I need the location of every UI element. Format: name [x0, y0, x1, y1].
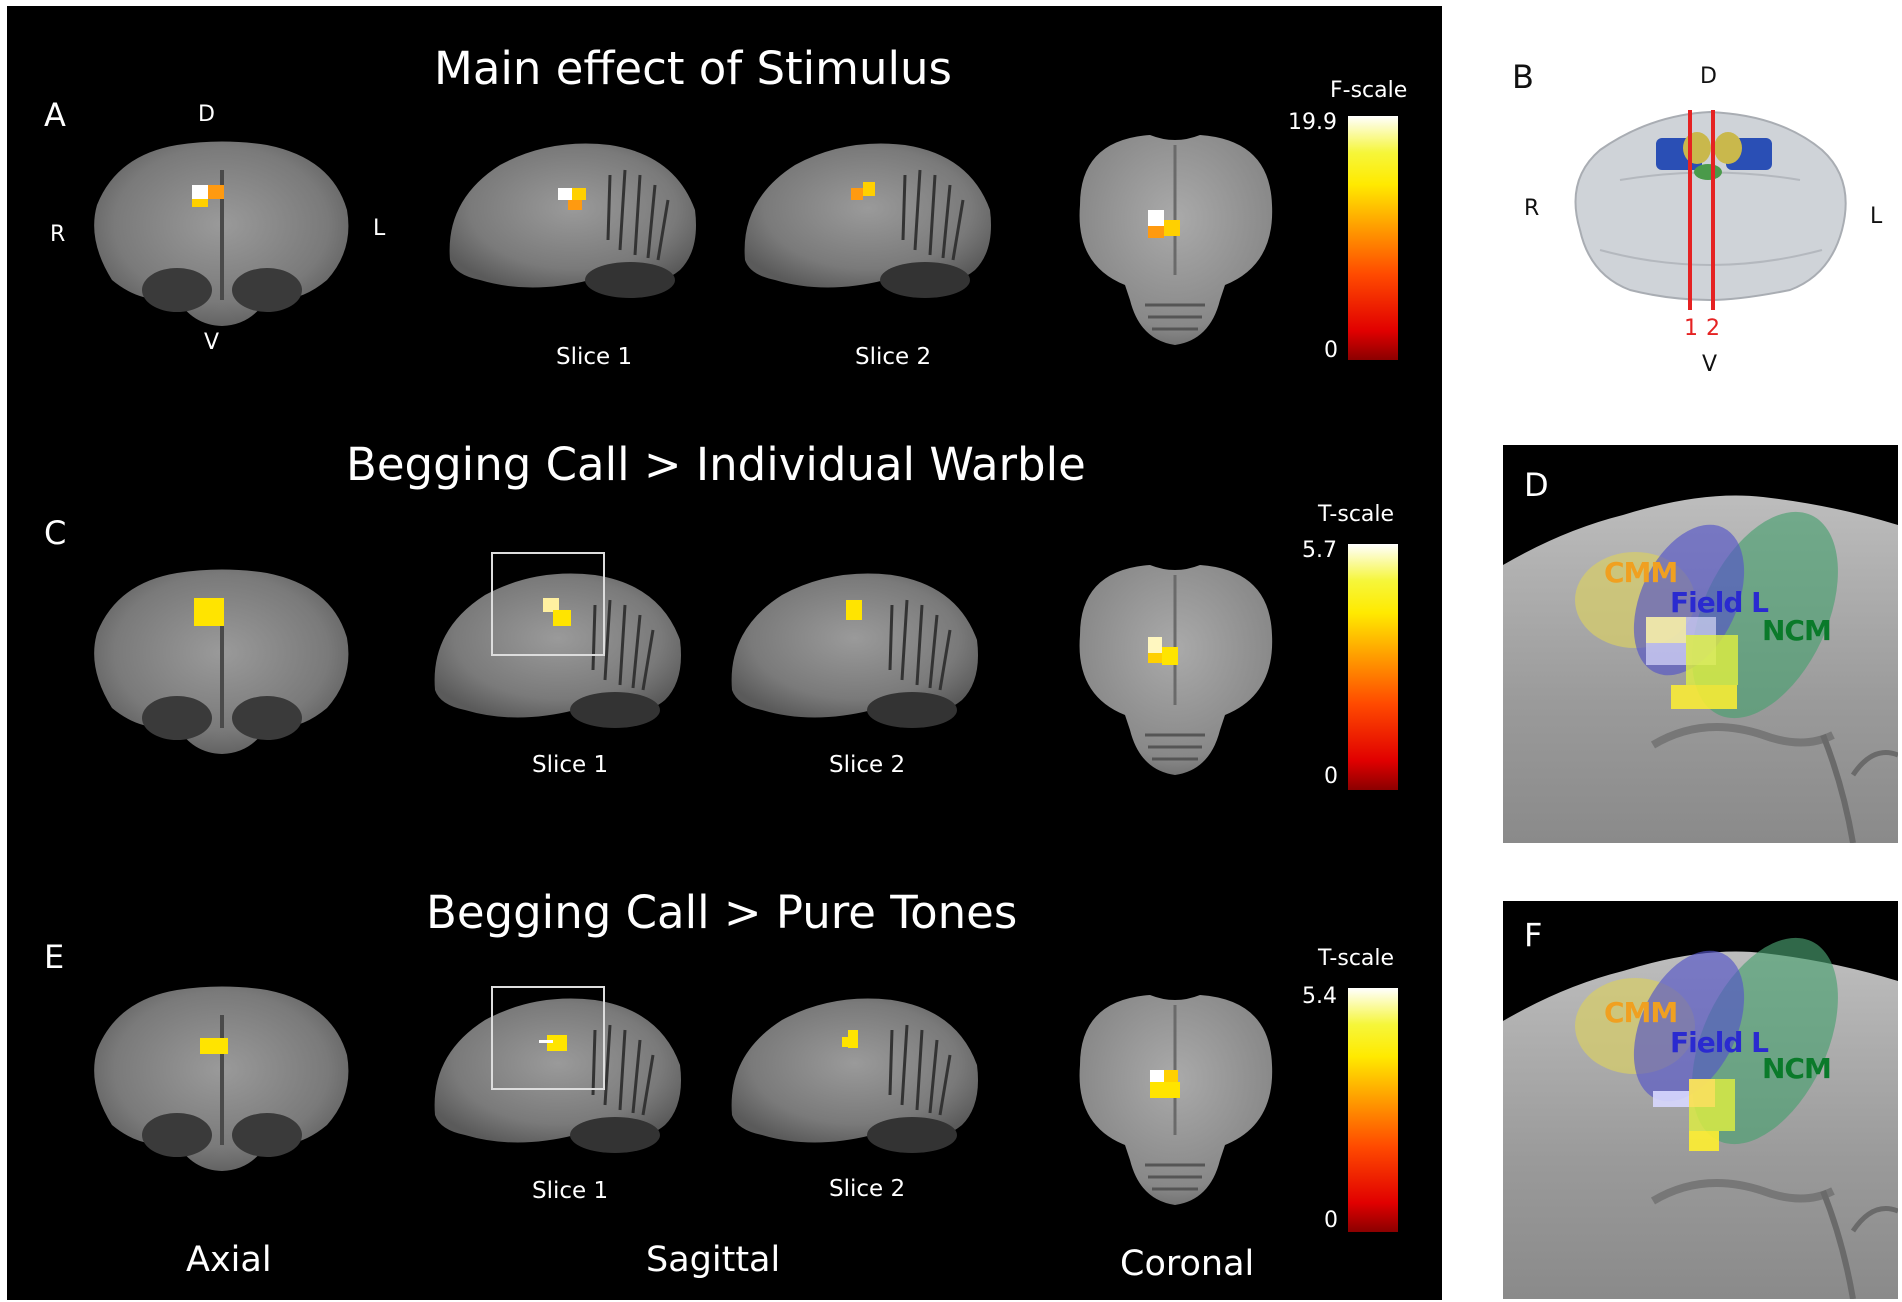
scale-name-a: F-scale	[1330, 78, 1408, 103]
orientation-right: R	[50, 222, 66, 247]
region-label-ncm-f: NCM	[1762, 1052, 1832, 1085]
slice-label-e1: Slice 1	[532, 1178, 609, 1204]
colorbar-c	[1348, 544, 1398, 790]
region-label-ncm-d: NCM	[1762, 614, 1832, 647]
scale-min-a: 0	[1324, 338, 1338, 363]
slice-label-c1: Slice 1	[532, 752, 609, 778]
scale-min-e: 0	[1324, 1208, 1338, 1233]
slice-label-a2: Slice 2	[855, 344, 932, 370]
coronal-label: Coronal	[1120, 1244, 1255, 1284]
coronal-brain-image-a	[1079, 135, 1273, 345]
coronal-brain-image-e	[1079, 995, 1273, 1205]
region-label-field-l-d: Field L	[1670, 586, 1769, 619]
scale-max-e: 5.4	[1302, 984, 1337, 1009]
orientation-dorsal: D	[198, 102, 215, 127]
colorbar-a	[1348, 116, 1398, 360]
colorbar-e	[1348, 988, 1398, 1232]
sagittal-brain-image-a-slice1	[449, 143, 696, 298]
scale-name-e: T-scale	[1318, 946, 1395, 971]
sagittal-brain-image-c-slice2	[731, 573, 978, 728]
axial-label: Axial	[186, 1240, 272, 1280]
coronal-brain-image-c	[1079, 565, 1273, 775]
panel-b-left: L	[1870, 204, 1883, 229]
region-label-field-l-f: Field L	[1670, 1026, 1769, 1059]
scale-max-c: 5.7	[1302, 538, 1337, 563]
scale-min-c: 0	[1324, 764, 1338, 789]
slice-label-e2: Slice 2	[829, 1176, 906, 1202]
panel-b-ventral: V	[1702, 352, 1718, 377]
panel-b-dorsal: D	[1700, 64, 1717, 89]
panel-b-line2-label: 2	[1706, 316, 1720, 341]
orientation-ventral: V	[204, 330, 220, 355]
panel-letter-e: E	[44, 938, 65, 976]
sagittal-brain-image-c-slice1	[434, 573, 681, 728]
sagittal-zoom-box-c	[491, 552, 605, 656]
panel-letter-a: A	[44, 96, 66, 134]
panel-letter-d: D	[1524, 466, 1549, 504]
region-label-cmm-d: CMM	[1604, 556, 1678, 589]
panel-letter-b: B	[1512, 58, 1534, 96]
sagittal-brain-image-e-slice1	[434, 998, 681, 1153]
panel-b-right: R	[1524, 196, 1540, 221]
panel-b-line1-label: 1	[1684, 316, 1698, 341]
slice-label-a1: Slice 1	[556, 344, 633, 370]
sagittal-brain-image-e-slice2	[731, 998, 978, 1153]
panel-b-3d-brain	[1574, 110, 1847, 310]
panel-letter-f: F	[1524, 916, 1543, 954]
axial-brain-image-c	[94, 569, 349, 754]
region-label-cmm-f: CMM	[1604, 996, 1678, 1029]
slice-label-c2: Slice 2	[829, 752, 906, 778]
scale-max-a: 19.9	[1288, 110, 1337, 135]
row-a-title: Main effect of Stimulus	[434, 42, 953, 95]
sagittal-label: Sagittal	[646, 1240, 781, 1280]
panel-f-zoom-image	[1503, 937, 1898, 1299]
axial-brain-image-e	[94, 986, 349, 1171]
row-c-title: Begging Call > Individual Warble	[346, 438, 1086, 491]
axial-brain-image-a	[94, 141, 349, 326]
panel-d-zoom-image	[1503, 495, 1898, 843]
row-e-title: Begging Call > Pure Tones	[426, 886, 1018, 939]
orientation-left: L	[373, 216, 386, 241]
sagittal-brain-image-a-slice2	[744, 143, 991, 298]
sagittal-zoom-box-e	[491, 986, 605, 1090]
scale-name-c: T-scale	[1318, 502, 1395, 527]
panel-letter-c: C	[44, 514, 67, 552]
